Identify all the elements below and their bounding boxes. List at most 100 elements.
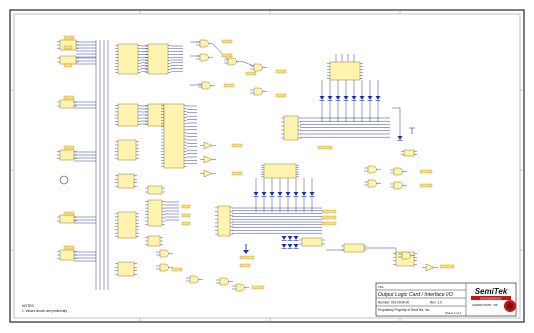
net-label [63,63,73,68]
led-icon [281,244,287,248]
net-label [239,263,251,268]
net-label [181,204,191,209]
crystal-icon [59,175,69,185]
buffer [425,263,435,272]
net-label [223,83,235,88]
wire [364,247,397,256]
led-icon [293,244,299,248]
ic-chip [147,185,163,195]
net-label [231,171,243,176]
buffer [203,169,213,178]
wire [392,107,401,140]
led-icon [293,192,299,196]
ic-chip [59,55,77,65]
net-label [321,209,337,214]
logic-gate [227,57,237,66]
led-icon [319,96,325,100]
net-label [181,213,191,218]
net-label [317,145,333,150]
ic-chip [403,149,415,157]
net-label [251,285,265,290]
zone-ticks [10,10,524,322]
net-label [419,183,433,188]
ic-chip [117,43,139,75]
logic-gate [199,39,209,48]
net-label [63,245,75,250]
ic-chip [217,205,231,237]
net-label [321,215,337,220]
net-label [275,69,287,74]
wire [240,60,255,67]
led-icon [375,96,381,100]
led-icon [397,136,403,140]
ic-chip [59,149,75,161]
buffer [203,141,213,150]
logic-gate [393,167,403,176]
led-icon [309,192,315,196]
logic-gate [159,249,169,258]
logic-gate [189,275,199,284]
ic-chip [263,163,297,179]
ic-chip [117,139,137,161]
logic-gate [253,63,263,72]
net-label [63,95,75,100]
ic-chip [117,261,135,277]
ic-chip [147,103,165,127]
ic-chip [147,235,161,247]
ic-chip [59,249,75,261]
led-icon [261,192,267,196]
net-label [419,169,433,174]
ic-chip [147,43,169,75]
net-label [245,71,257,76]
ic-chip [117,211,137,239]
net-label [439,264,455,269]
net-label [63,45,73,50]
led-icon [367,96,373,100]
led-icon [293,236,299,240]
component-layer [57,35,455,292]
led-icon [253,192,259,196]
ic-chip [117,103,139,127]
logic-gate [253,87,263,96]
wire [212,43,229,61]
ic-chip [59,214,75,224]
led-icon [343,96,349,100]
led-icon [351,96,357,100]
logic-gate [393,181,403,190]
ic-chip [301,237,323,247]
led-icon [277,192,283,196]
ic-chip [147,199,163,227]
logic-gate [401,251,411,260]
ic-chip [117,173,135,189]
buffer [203,155,213,164]
ic-chip [283,115,299,141]
net-label [231,143,243,148]
net-label [239,255,255,260]
led-icon [327,96,333,100]
led-icon [281,236,287,240]
logic-gate [199,53,209,62]
probe-arrow-head [243,250,249,254]
logic-gate [367,179,377,188]
inner-border [13,13,521,319]
wire-layer [74,40,401,290]
led-icon [287,244,293,248]
net-label [63,145,75,150]
logic-gate [159,263,169,272]
led-icon [359,96,365,100]
led-icon [335,96,341,100]
ic-chip [163,103,185,169]
led-icon [285,192,291,196]
net-label [275,93,287,98]
logic-gate [235,283,245,292]
logic-gate [367,165,377,174]
ground-icon [409,127,415,134]
ic-chip [59,99,75,109]
net-label [221,53,233,58]
net-label [221,39,233,44]
net-label [171,267,183,272]
ic-chip [343,243,365,253]
logic-gate [201,81,211,90]
